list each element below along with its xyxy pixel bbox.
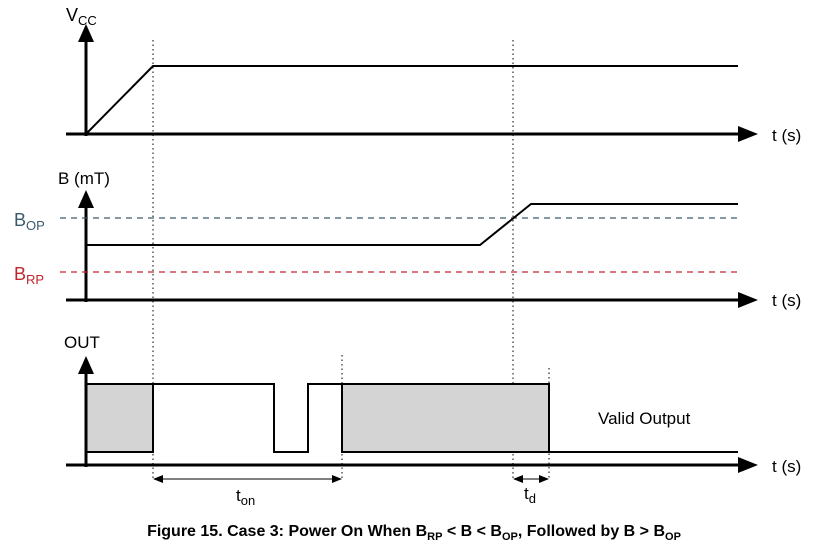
- out-panel: OUT t (s) Valid Output: [64, 333, 801, 476]
- td-label: td: [524, 484, 536, 506]
- vcc-trace: [85, 65, 738, 135]
- b-field-trace: [86, 203, 738, 246]
- brp-threshold-label: BRP: [14, 264, 44, 287]
- out-x-axis-arrow: [738, 457, 758, 473]
- ton-label: ton: [236, 486, 255, 508]
- out-undefined-region-transition: [341, 383, 550, 453]
- b-y-axis-arrow: [78, 190, 94, 208]
- b-axis-label: B (mT): [58, 169, 110, 188]
- ton-dimension: ton: [153, 475, 342, 508]
- out-undefined-region-startup: [85, 383, 154, 453]
- vcc-y-axis-arrow: [78, 24, 94, 42]
- td-dimension: td: [513, 475, 549, 506]
- vcc-axis-label: VCC: [66, 5, 97, 28]
- out-trace: [153, 383, 342, 453]
- valid-output-annotation: Valid Output: [598, 409, 691, 428]
- bop-threshold-label: BOP: [14, 210, 45, 233]
- b-panel: B (mT) t (s) BOP BRP: [14, 169, 801, 310]
- vcc-x-axis-arrow: [738, 126, 758, 142]
- vcc-time-label: t (s): [772, 126, 801, 145]
- b-x-axis-arrow: [738, 292, 758, 308]
- out-axis-label: OUT: [64, 333, 100, 352]
- out-time-label: t (s): [772, 457, 801, 476]
- vcc-panel: VCC t (s): [66, 5, 801, 145]
- out-y-axis-arrow: [78, 356, 94, 374]
- b-time-label: t (s): [772, 291, 801, 310]
- figure-caption: Figure 15. Case 3: Power On When BRP < B…: [147, 523, 681, 543]
